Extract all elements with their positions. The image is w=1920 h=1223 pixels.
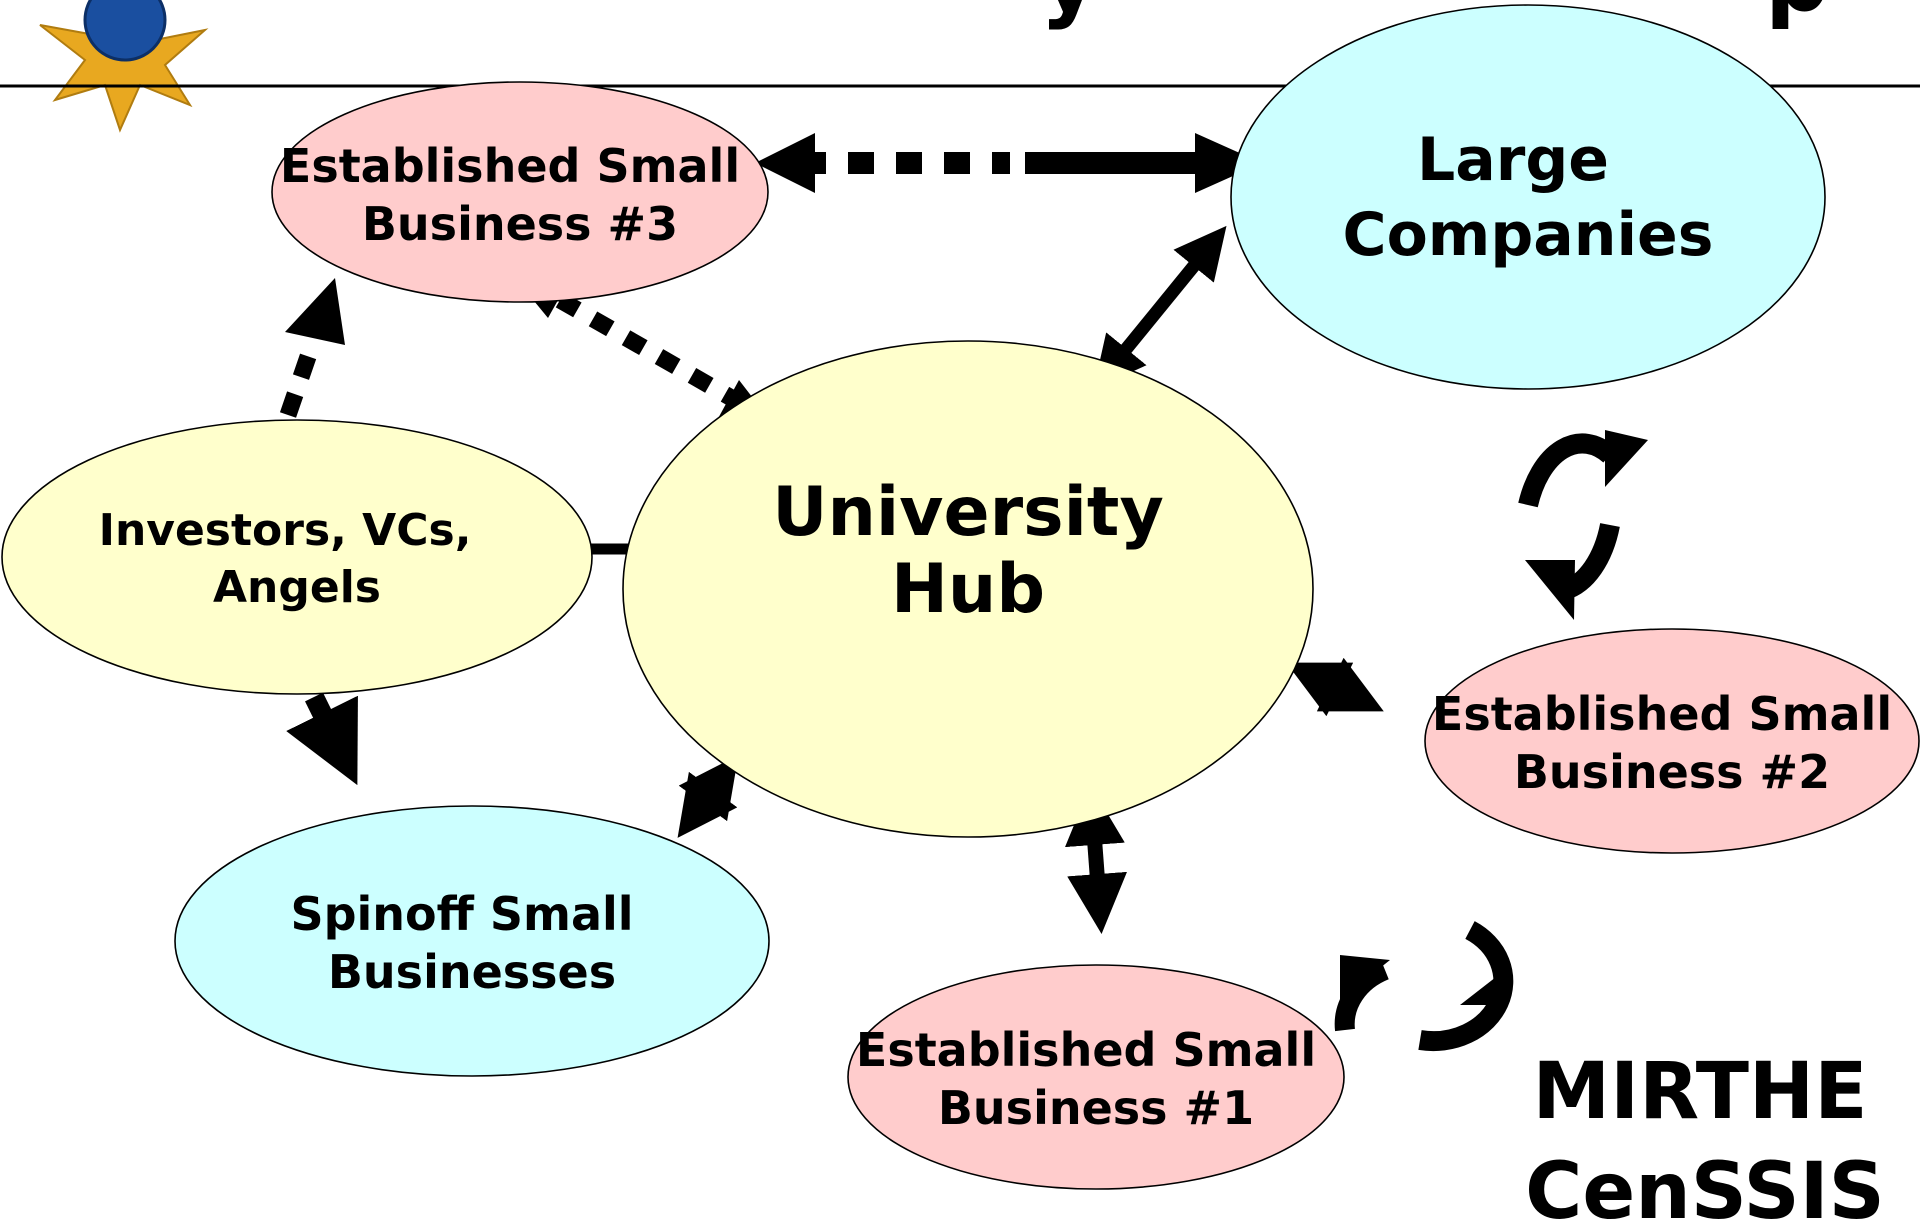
node-esb3-ellipse [271, 81, 769, 303]
arrow-investors-spinoff [286, 692, 358, 786]
node-esb1-line1: Established Small [856, 1023, 1316, 1077]
node-established-small-business-3: Established Small Business #3 [271, 81, 769, 303]
title-fragment-left: y [1040, 0, 1099, 32]
node-hub-ellipse [622, 340, 1314, 838]
node-esb3-line1: Established Small [280, 139, 740, 193]
nsf-logo [39, 0, 209, 133]
node-esb3-line2: Business #3 [362, 197, 678, 251]
node-esb2-ellipse [1424, 628, 1920, 854]
node-large-ellipse [1230, 4, 1826, 390]
node-investors: Investors, VCs, Angels [1, 419, 593, 695]
node-established-small-business-2: Established Small Business #2 [1424, 628, 1920, 854]
node-spinoff-line2: Businesses [328, 945, 616, 999]
node-spinoff-ellipse [174, 805, 770, 1077]
node-esb1-ellipse [847, 964, 1345, 1190]
node-established-small-business-1: Established Small Business #1 [847, 964, 1345, 1190]
arrow-hub-spinoff [677, 755, 739, 838]
node-investors-ellipse [1, 419, 593, 695]
node-hub-line2: Hub [891, 550, 1045, 629]
arrow-hub-esb1 [1064, 785, 1128, 934]
footer-mirthe: MIRTHE [1533, 1047, 1868, 1137]
node-university-hub: University Hub [622, 340, 1314, 838]
node-esb2-line1: Established Small [1432, 687, 1892, 741]
title-fragment-right: p [1765, 0, 1829, 32]
cycle-arrows-icon-bottom [1334, 921, 1514, 1052]
node-large-companies: Large Companies [1230, 4, 1826, 390]
node-hub-line1: University [772, 473, 1164, 552]
node-investors-line2: Angels [213, 562, 381, 613]
node-spinoff-line1: Spinoff Small [290, 887, 633, 941]
cycle-arrows-icon [1518, 430, 1648, 620]
node-spinoff-small-businesses: Spinoff Small Businesses [174, 805, 770, 1077]
footer-censsis: CenSSIS [1525, 1147, 1885, 1223]
node-esb1-line2: Business #1 [938, 1081, 1254, 1135]
arrow-esb3-large [755, 133, 1262, 193]
node-large-line2: Companies [1343, 200, 1714, 270]
arrow-hub-large [1093, 225, 1227, 390]
arrow-investors-esb3 [279, 278, 345, 418]
node-investors-line1: Investors, VCs, [99, 505, 472, 556]
arrow-hub-esb2 [1286, 657, 1384, 717]
node-esb2-line2: Business #2 [1514, 745, 1830, 799]
node-large-line1: Large [1417, 125, 1609, 195]
